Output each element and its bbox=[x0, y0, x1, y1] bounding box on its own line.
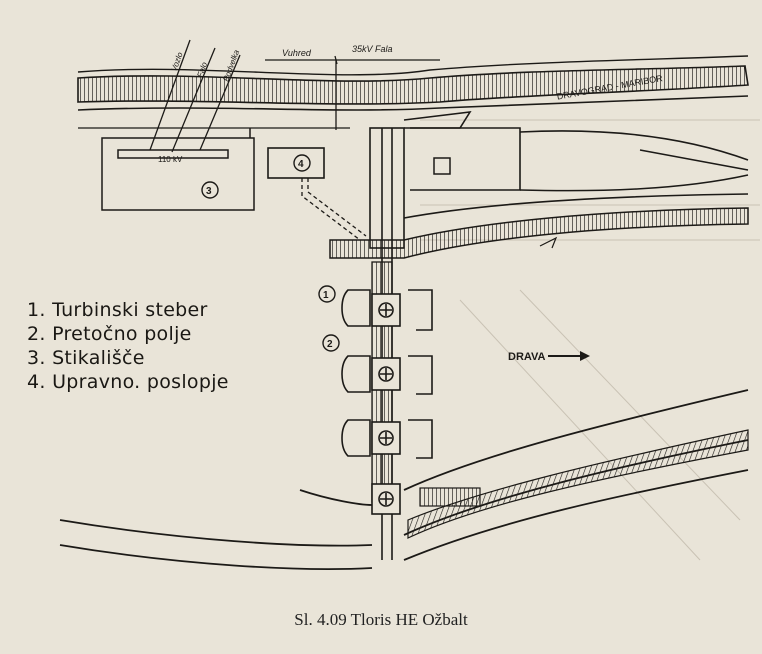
marker-3-circle bbox=[201, 181, 219, 199]
kv-label: 110 kV bbox=[158, 155, 183, 164]
legend-item-2: 2. Pretočno polje bbox=[27, 323, 192, 345]
lower-bank bbox=[59, 389, 749, 570]
figure-caption: Sl. 4.09 Tloris HE Ožbalt bbox=[294, 610, 468, 629]
legend-item-4: 4. Upravno. poslopje bbox=[27, 371, 229, 393]
switchyard-block bbox=[101, 128, 255, 211]
road-embankment-band bbox=[77, 65, 749, 105]
legend: 1. Turbinski steber 2. Pretočno polje 3.… bbox=[27, 298, 229, 394]
headrace-band bbox=[329, 207, 749, 259]
transmission-lines bbox=[149, 39, 440, 153]
river-label: DRAVA bbox=[508, 351, 546, 363]
admin-building bbox=[267, 147, 325, 179]
cable-route-2 bbox=[307, 178, 367, 237]
line-label-a: Vuhred bbox=[282, 48, 312, 58]
legend-item-3: 3. Stikališče bbox=[27, 347, 145, 369]
marker-3-label: 3 bbox=[206, 186, 212, 197]
channel-walls bbox=[410, 127, 749, 192]
legend-item-1: 1. Turbinski steber bbox=[27, 299, 208, 321]
headrace-small-arrow bbox=[539, 236, 558, 249]
apron-hatch bbox=[419, 487, 481, 507]
small-building bbox=[433, 157, 451, 175]
marker-1-label: 1 bbox=[323, 290, 329, 301]
cable-route bbox=[301, 178, 361, 241]
turbine-pier-units bbox=[341, 289, 433, 515]
marker-1-circle bbox=[318, 285, 336, 303]
marker-2-label: 2 bbox=[327, 339, 333, 350]
line-label-d: Falo bbox=[195, 60, 209, 78]
marker-4-label: 4 bbox=[298, 159, 304, 170]
road-edge-lower bbox=[77, 95, 749, 111]
road-edge-upper bbox=[77, 55, 749, 76]
marker-2-circle bbox=[322, 334, 340, 352]
headrace-outer bbox=[403, 193, 749, 219]
lower-bank-hatch bbox=[407, 429, 749, 539]
line-label-b: 35kV Fala bbox=[352, 44, 393, 54]
marker-4-circle bbox=[293, 154, 311, 172]
flow-arrow-head bbox=[580, 351, 590, 361]
